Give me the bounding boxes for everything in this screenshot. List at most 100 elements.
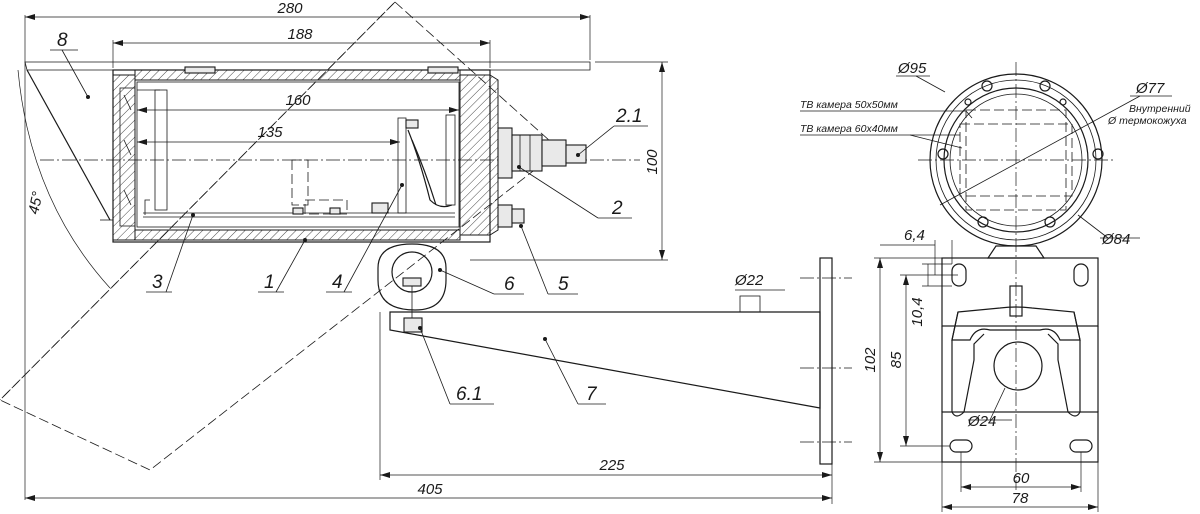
leader-cam-50-tip (965, 110, 973, 119)
front-guide (154, 89, 168, 211)
slot (1069, 439, 1093, 453)
arrow (580, 14, 590, 20)
label-7: 7 (586, 384, 598, 405)
arrow (449, 107, 459, 113)
plate-bend (144, 199, 150, 215)
arrow (903, 275, 909, 285)
clamp-top-right (427, 66, 459, 74)
label-5: 5 (558, 274, 569, 295)
screw-head (981, 80, 993, 92)
gland-nut (497, 204, 513, 228)
screw-hole (964, 98, 972, 106)
screw-head (1092, 148, 1104, 160)
tilted-shield-diagonal (0, 1, 396, 401)
angle-arc (17, 69, 111, 289)
leader-3 (165, 214, 194, 293)
dim-225-text: 225 (598, 457, 625, 474)
connector-plug (565, 144, 587, 164)
arrow (659, 62, 665, 72)
screw-hole (1059, 98, 1067, 106)
heater-element (445, 114, 456, 206)
dim-135-text: 135 (257, 124, 283, 141)
arrow (961, 484, 971, 490)
slot (949, 439, 973, 453)
cable (411, 139, 437, 206)
dim-280-text: 280 (276, 0, 303, 17)
leader-2-1 (577, 125, 615, 156)
rear-flange (489, 74, 499, 236)
pcb-board (397, 117, 407, 214)
label-8: 8 (57, 30, 68, 51)
leader-7 (544, 338, 579, 405)
leader-cam-60-tip (909, 134, 963, 149)
mount-plate-bottom (941, 411, 1099, 463)
yoke-right (1047, 311, 1081, 417)
leader-d84 (1077, 214, 1109, 239)
mount-plate-top (941, 257, 1099, 327)
cable-bundle (407, 129, 453, 208)
dim-60-text: 60 (1013, 470, 1030, 487)
gland-tail (511, 208, 525, 224)
angle-45-text: 45° (25, 190, 46, 216)
arrow (1088, 504, 1098, 510)
leader-d24 (989, 387, 1006, 421)
dim-100-text: 100 (644, 149, 661, 175)
arrow (1071, 484, 1081, 490)
screw-head (1044, 216, 1056, 228)
connector-sleeve (541, 139, 567, 167)
arrow (137, 107, 147, 113)
leader-5 (520, 225, 549, 295)
leader-6 (439, 269, 495, 295)
dim-6-4-text: 6,4 (904, 227, 925, 244)
arrow (390, 139, 400, 145)
mount-yoke (951, 306, 1081, 341)
dim-85-text: 85 (888, 351, 905, 368)
screw (329, 207, 341, 215)
arrow (380, 472, 390, 478)
dim-d84-text: Ø84 (1101, 231, 1130, 248)
screw (292, 207, 304, 215)
side-view: 280 188 45° (0, 0, 852, 504)
wall-plate (819, 257, 833, 465)
wall-arm (389, 311, 821, 409)
arrow (113, 40, 123, 46)
arrow (942, 504, 952, 510)
label-6-1: 6.1 (456, 384, 482, 405)
arrow (877, 258, 883, 268)
label-1: 1 (264, 272, 275, 293)
arrow (659, 250, 665, 260)
leader-d77 (939, 95, 1141, 206)
mount-washer (402, 277, 422, 287)
leader-8 (61, 49, 89, 98)
leader-1 (275, 239, 306, 293)
yoke-left (951, 311, 985, 417)
dim-160-text: 160 (285, 92, 311, 109)
arrow (822, 495, 832, 501)
sun-shield-top (24, 61, 591, 71)
mount-bracket (377, 243, 447, 311)
label-6: 6 (504, 274, 515, 295)
glass-mark (123, 94, 132, 111)
camera-body-dashed (304, 199, 348, 215)
slot (1073, 263, 1089, 287)
label-2: 2 (611, 198, 623, 219)
connector-nut (497, 127, 513, 179)
screw-head (937, 148, 949, 160)
camera-mount-dashed (291, 159, 309, 206)
dim-188-text: 188 (287, 26, 313, 43)
front-cap (112, 74, 136, 241)
dim-10-4-text: 10,4 (909, 297, 926, 326)
rear-cap (459, 74, 491, 236)
screw-head (1039, 80, 1051, 92)
arm-hole-boss (739, 295, 761, 313)
clamp-top-left (184, 66, 216, 74)
screw-head (977, 216, 989, 228)
dim-d24-text: Ø24 (967, 413, 996, 430)
connector-body (511, 134, 543, 172)
label-4: 4 (332, 272, 343, 293)
center-pin (1009, 285, 1023, 317)
arrow (137, 139, 147, 145)
note-camera-50: ТВ камера 50х50мм (800, 99, 898, 111)
arrow (877, 452, 883, 462)
